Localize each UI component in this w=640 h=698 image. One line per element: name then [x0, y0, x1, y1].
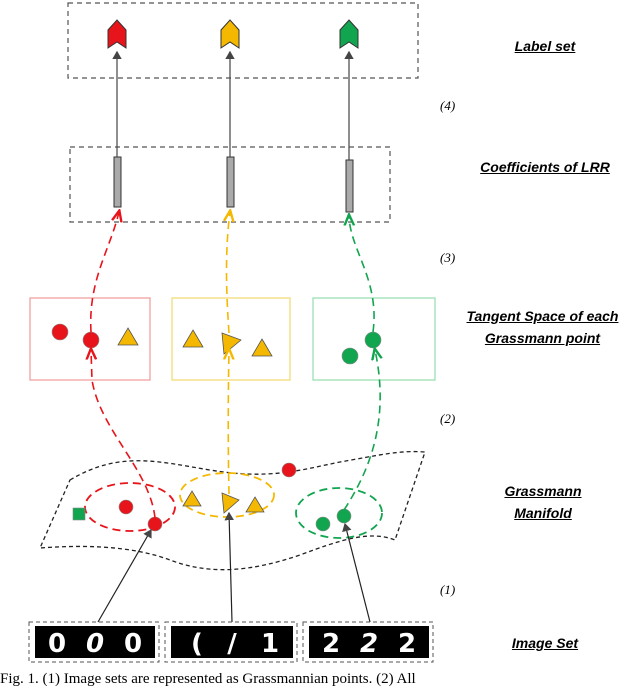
coefficient-bar-yellow	[226, 156, 235, 208]
manifold-green-square	[72, 507, 86, 521]
digit-0-c: 0	[124, 629, 142, 659]
figure-caption: Fig. 1. (1) Image sets are represented a…	[0, 671, 416, 687]
digit-1-a: (	[191, 629, 203, 659]
manifold-yellow-triangle-3	[245, 496, 265, 513]
arrow-image-set-2	[342, 522, 371, 623]
tangent-red-triangle	[117, 327, 139, 346]
digit-0-a: 0	[48, 629, 66, 659]
manifold-green-circle-2	[336, 508, 352, 524]
digit-2-c: 2	[398, 629, 416, 659]
manifold-title: Grassmann Manifold	[504, 483, 582, 521]
tangent-green-circle-2	[341, 347, 359, 365]
tangent-yellow-triangle-1	[182, 329, 204, 348]
green-mapping-arrow-lower	[343, 350, 380, 511]
tangent-yellow-triangle-2	[221, 332, 242, 355]
digit-2-b: 2	[360, 629, 378, 659]
grassmann-manifold	[38, 450, 426, 571]
tangent-red-circle-2	[82, 331, 100, 349]
image-set-1	[164, 621, 298, 663]
yellow-mapping-arrow-lower	[228, 350, 229, 495]
tangent-box-green	[312, 297, 436, 381]
coefficients-title: Coefficients of LRR	[480, 159, 610, 175]
digit-2-a: 2	[322, 629, 340, 659]
green-cluster-ellipse	[295, 487, 383, 539]
manifold-red-circle-2	[147, 516, 163, 532]
arrow-image-set-0	[97, 528, 152, 623]
coefficient-bar-green	[345, 159, 354, 213]
coefficient-bar-red	[113, 156, 122, 208]
manifold-green-circle-1	[315, 516, 331, 532]
manifold-yellow-triangle-1	[182, 490, 202, 507]
manifold-red-circle-3	[281, 462, 297, 478]
step-1: (1)	[440, 582, 456, 597]
digit-0-b: 0	[86, 629, 104, 659]
green-mapping-arrow-upper	[349, 216, 375, 333]
yellow-label-flag	[220, 19, 240, 49]
label-set-box	[67, 2, 419, 79]
image-set-title: Image Set	[511, 635, 579, 651]
image-set-0	[28, 621, 160, 663]
step-4: (4)	[440, 98, 456, 113]
tangent-space-title: Tangent Space of each Grassmann point	[466, 308, 619, 346]
red-mapping-arrow-lower	[91, 350, 156, 519]
step-3: (3)	[440, 250, 456, 265]
red-cluster-ellipse	[84, 482, 176, 532]
image-set-2	[302, 621, 434, 663]
digit-1-c: 1	[261, 629, 279, 659]
step-2: (2)	[440, 411, 456, 426]
tangent-red-circle-1	[51, 323, 69, 341]
green-label-flag	[339, 19, 359, 49]
red-label-flag	[107, 19, 127, 49]
tangent-box-red	[29, 297, 151, 381]
tangent-green-circle-1	[364, 331, 382, 349]
manifold-red-circle-1	[118, 499, 134, 515]
arrow-image-set-1	[224, 511, 234, 623]
yellow-mapping-arrow-upper	[227, 212, 231, 334]
tangent-yellow-triangle-3	[251, 338, 273, 357]
tangent-box-yellow	[171, 297, 291, 381]
digit-1-b: /	[227, 629, 237, 659]
label-set-title: Label set	[514, 38, 576, 54]
manifold-yellow-triangle-2	[221, 492, 240, 514]
red-mapping-arrow-upper	[89, 212, 119, 333]
